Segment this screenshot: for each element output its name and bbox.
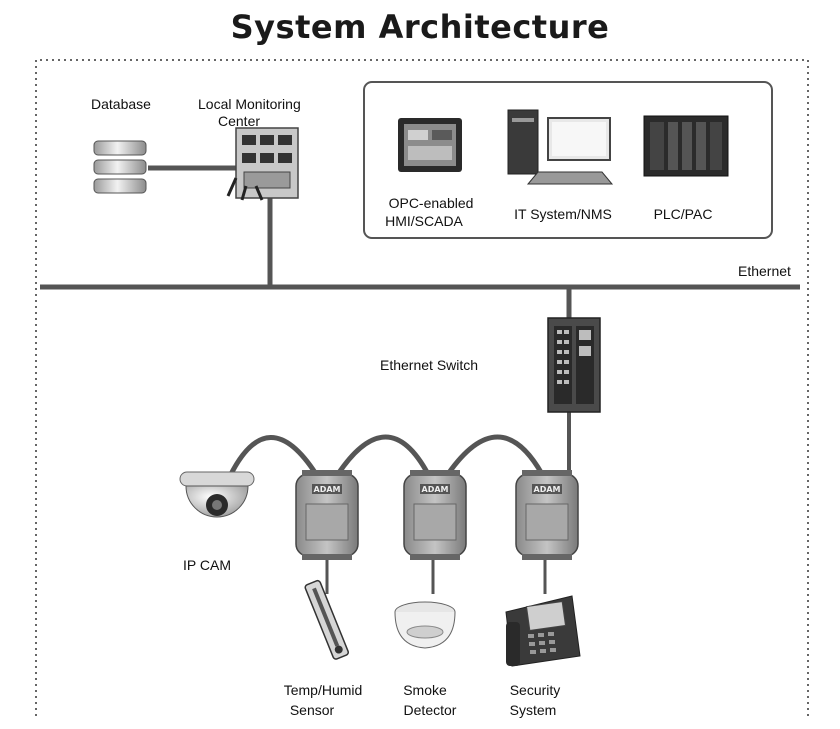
daisy-cable-1 [335,434,431,476]
module-brand-label-3: ADAM [534,485,561,494]
ethernet-switch-label: Ethernet Switch [380,357,479,373]
ip-camera-icon [179,471,255,518]
security-system-label-line1: Security [509,682,561,698]
database-icon [93,140,147,194]
local-monitoring-label-line2: Center [218,113,261,129]
daisy-cable-2 [445,434,545,476]
local-monitoring-label-line1: Local Monitoring [198,96,301,112]
smoke-detector-icon [394,601,456,649]
smoke-detector-label-line1: Smoke [403,682,447,698]
ethernet-label: Ethernet [738,263,791,279]
diagram-title: System Architecture [230,8,610,46]
hmi-label-line2: HMI/SCADA [385,213,463,229]
io-module-2: ADAM [403,470,467,560]
hmi-label-line1: OPC-enabled [388,195,474,211]
network-lines [40,165,800,594]
plc-rack-icon [643,115,729,177]
security-phone-icon [505,595,581,667]
monitoring-panel-icon [226,127,299,201]
database-label: Database [91,96,151,112]
module-brand-label-2: ADAM [422,485,449,494]
temp-humid-sensor-icon [304,579,349,660]
it-system-pc-icon [507,109,614,185]
hmi-monitor-icon [398,118,462,172]
ip-cam-label: IP CAM [183,557,231,573]
io-module-3: ADAM [515,470,579,560]
temp-humid-label-line1: Temp/Humid [283,682,363,698]
io-module-1: ADAM [295,470,359,560]
module-brand-label-1: ADAM [314,485,341,494]
temp-humid-label-line2: Sensor [289,702,335,718]
daisy-cable-cam [227,435,319,478]
plc-label: PLC/PAC [653,206,713,222]
it-system-label: IT System/NMS [514,206,612,222]
smoke-detector-label-line2: Detector [403,702,457,718]
security-system-label-line2: System [509,702,557,718]
ethernet-switch-icon [547,317,601,413]
